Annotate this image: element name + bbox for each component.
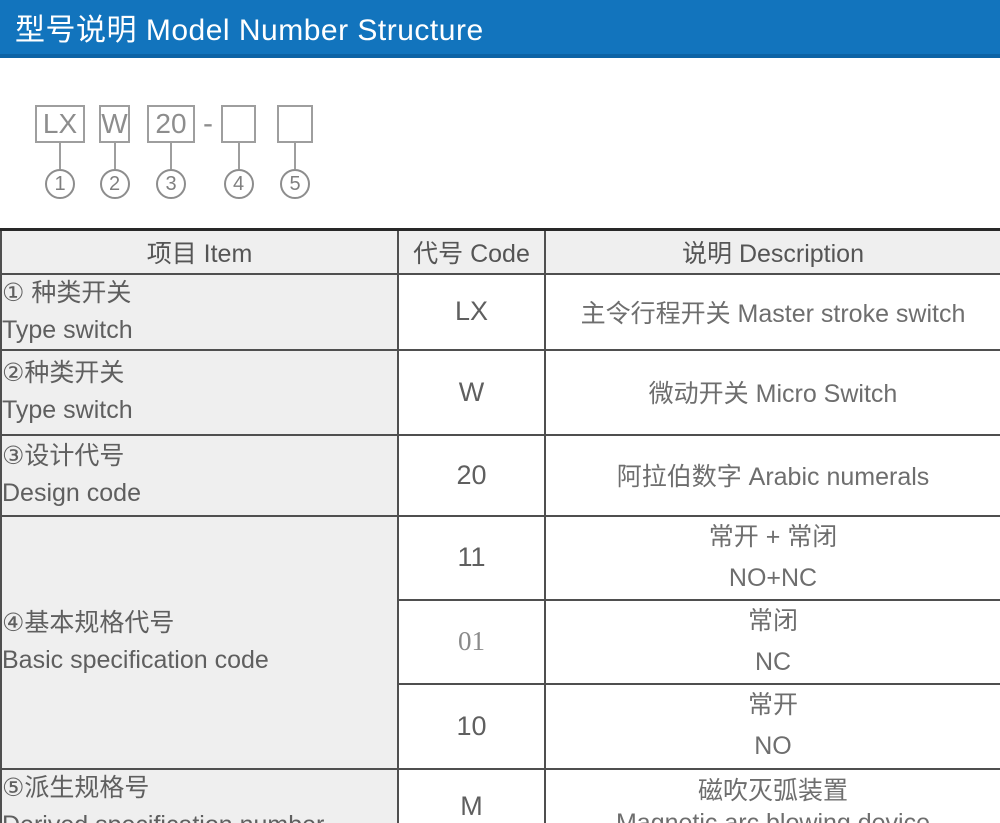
code-cell: W — [397, 348, 546, 436]
item-cell-basic-spec-code: ④基本规格代号 Basic specification code — [0, 514, 399, 770]
item-label-zh: ③设计代号 — [2, 442, 125, 470]
item-label-zh: ⑤派生规格号 — [2, 773, 150, 802]
code-cell: LX — [397, 272, 546, 351]
table-row: ②种类开关 Type switch W 微动开关 Micro Switch — [0, 348, 1000, 436]
code-cell: 20 — [397, 433, 546, 517]
diagram-segment-5: 5 — [277, 105, 313, 199]
model-number-diagram: LX 1 W 2 20 3 - 4 5 — [0, 58, 1000, 228]
diagram-segment-1: LX 1 — [35, 105, 85, 199]
circled-number-3: 3 — [156, 169, 186, 199]
item-cell-derived-spec-number: ⑤派生规格号 Derived specification number — [0, 767, 399, 823]
code-cell: 01 — [397, 598, 546, 685]
page-title: 型号说明 Model Number Structure — [15, 14, 484, 47]
column-header-item: 项目 Item — [0, 228, 399, 275]
description-en: NO — [754, 732, 792, 760]
dash-separator: - — [203, 107, 213, 140]
table-row: 01 常闭 NC — [1, 598, 1000, 685]
description-en: Magnetic arc blowing device — [615, 808, 931, 823]
table-row: 10 常开 NO — [1, 682, 1000, 770]
item-cell-type-switch-2: ②种类开关 Type switch — [0, 348, 399, 436]
description-zh: 常开 — [747, 691, 798, 719]
description-zh: 常闭 — [747, 606, 798, 635]
code-box-blank-4 — [221, 105, 256, 143]
connector-line — [237, 143, 240, 169]
item-label-zh: ②种类开关 — [2, 359, 125, 387]
column-header-code: 代号 Code — [397, 228, 546, 275]
description-cell: 主令行程开关 Master stroke switch — [544, 272, 1000, 351]
code-box-w: W — [99, 105, 130, 143]
code-cell: M — [397, 767, 546, 823]
item-label-en: Derived specification number — [3, 807, 396, 823]
diagram-segment-4: 4 — [221, 105, 256, 199]
description-cell: 微动开关 Micro Switch — [544, 348, 1000, 436]
item-label-en: Basic specification code — [2, 646, 269, 674]
description-cell: 常开 + 常闭 NO+NC — [544, 514, 1000, 601]
code-box-lx: LX — [35, 105, 85, 143]
connector-line — [294, 143, 296, 169]
connector-line — [113, 143, 116, 169]
circled-number-5: 5 — [280, 169, 310, 199]
diagram-segment-2: W 2 — [99, 105, 130, 199]
table-row: ③设计代号 Design code 20 阿拉伯数字 Arabic numera… — [0, 433, 1000, 517]
description-cell: 常开 NO — [544, 682, 1000, 770]
table-row: ④基本规格代号 Basic specification code 11 常开 +… — [0, 514, 1000, 770]
circled-number-2: 2 — [99, 169, 130, 199]
description-zh: 常开 + 常闭 — [708, 522, 838, 551]
description-en: NC — [754, 647, 792, 676]
model-number-table: 项目 Item 代号 Code 说明 Description ① 种类开关 Ty… — [0, 228, 1000, 823]
table-row: ⑤派生规格号 Derived specification number M 磁吹… — [0, 767, 1000, 823]
table-header-row: 项目 Item 代号 Code 说明 Description — [0, 228, 1000, 275]
item-label-en: Type switch — [2, 315, 133, 344]
item-label-en: Design code — [2, 479, 141, 507]
item-cell-type-switch-1: ① 种类开关 Type switch — [0, 272, 399, 351]
item-label-zh: ④基本规格代号 — [2, 609, 175, 637]
description-cell: 常闭 NC — [544, 598, 1000, 685]
item-cell-design-code: ③设计代号 Design code — [0, 433, 399, 517]
connector-line — [170, 143, 172, 169]
section-title-bar: 型号说明 Model Number Structure — [0, 0, 1000, 58]
description-zh: 磁吹灭弧装置 — [697, 776, 848, 805]
code-box-blank-5 — [277, 105, 313, 143]
code-cell: 11 — [397, 514, 546, 601]
item-label-en: Type switch — [2, 396, 133, 424]
item-label-zh: ① 种类开关 — [2, 278, 132, 307]
description-cell: 阿拉伯数字 Arabic numerals — [544, 433, 1000, 517]
column-header-description: 说明 Description — [544, 228, 1000, 275]
code-cell: 10 — [397, 682, 546, 770]
code-box-20: 20 — [147, 105, 195, 143]
description-en: NO+NC — [728, 563, 818, 592]
diagram-segment-3: 20 3 — [147, 105, 195, 199]
circled-number-1: 1 — [45, 169, 75, 199]
circled-number-4: 4 — [223, 169, 254, 199]
description-cell: 磁吹灭弧装置 Magnetic arc blowing device — [544, 767, 1000, 823]
table-row: ① 种类开关 Type switch LX 主令行程开关 Master stro… — [0, 272, 1000, 351]
connector-line — [59, 143, 61, 169]
